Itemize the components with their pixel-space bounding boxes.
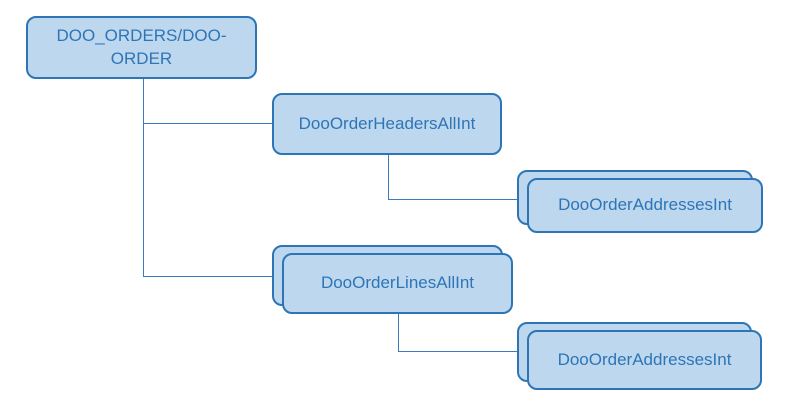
node-label: DooOrderAddressesInt — [558, 195, 732, 215]
node-card: DooOrderHeadersAllInt — [272, 93, 502, 155]
node-label: DOO_ORDERS/DOO-ORDER — [56, 26, 227, 68]
connector-lines-vertical — [398, 314, 399, 352]
connector-root-vertical — [143, 79, 144, 277]
connector-headers-vertical — [388, 155, 389, 200]
diagram-node-addresses-top: DooOrderAddressesInt — [517, 170, 763, 233]
node-label: DooOrderAddressesInt — [557, 349, 732, 369]
connector-root-to-lines — [143, 276, 272, 277]
node-card: DooOrderAddressesInt — [527, 178, 763, 233]
connector-root-to-headers — [143, 123, 272, 124]
connector-lines-to-addresses — [398, 351, 518, 352]
diagram-node-root: DOO_ORDERS/DOO-ORDER — [26, 16, 257, 79]
diagram-node-lines: DooOrderLinesAllInt — [272, 245, 513, 314]
diagram-node-headers: DooOrderHeadersAllInt — [272, 93, 502, 155]
node-card: DooOrderAddressesInt — [527, 330, 762, 390]
node-card: DOO_ORDERS/DOO-ORDER — [26, 16, 257, 79]
diagram-node-addresses-bottom: DooOrderAddressesInt — [517, 322, 762, 390]
node-card: DooOrderLinesAllInt — [282, 253, 513, 314]
node-label: DooOrderHeadersAllInt — [298, 113, 476, 133]
connector-headers-to-addresses — [388, 199, 518, 200]
node-label: DooOrderLinesAllInt — [320, 273, 475, 293]
